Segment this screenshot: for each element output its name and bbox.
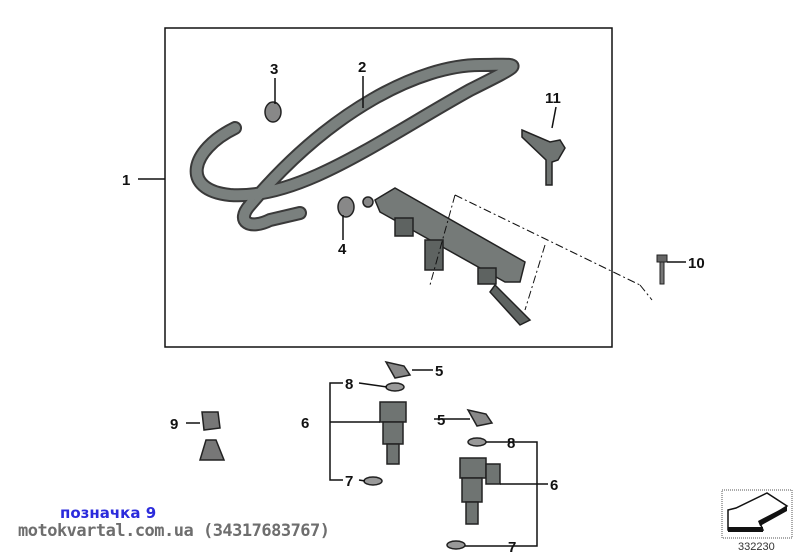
assembly-frame: [164, 27, 613, 348]
assembly-dashline: [429, 194, 653, 311]
callout-11: 11: [545, 90, 561, 107]
fuel-rail: [362, 187, 532, 326]
callout-7b: 7: [508, 539, 516, 556]
view-direction-arrow-icon: [721, 489, 793, 539]
leader-lines: [138, 76, 686, 547]
injector-2: [446, 408, 501, 550]
callout-9: 9: [170, 416, 178, 433]
caption-label: позначка 9: [60, 504, 157, 522]
callout-2: 2: [358, 59, 366, 76]
elbow-connector: [521, 128, 566, 186]
callout-1: 1: [122, 172, 130, 189]
injector-1: [363, 360, 412, 486]
callout-5b: 5: [437, 412, 445, 429]
hose-clip: [198, 411, 226, 461]
callout-6a: 6: [301, 415, 309, 432]
callout-10: 10: [688, 255, 705, 272]
diagram-code: 332230: [738, 541, 775, 553]
callout-4: 4: [338, 241, 347, 258]
callout-6b: 6: [550, 477, 558, 494]
screw: [656, 254, 668, 285]
fuel-hose: [189, 57, 520, 232]
hose-clamp-4: [337, 196, 355, 218]
callout-7a: 7: [345, 473, 353, 490]
callout-8b: 8: [507, 435, 515, 452]
hose-clamp-3: [264, 101, 282, 123]
caption-site: motokvartal.com.ua (34317683767): [18, 521, 330, 541]
callout-3: 3: [270, 61, 278, 78]
callout-5a: 5: [435, 363, 443, 380]
callout-8a: 8: [345, 376, 353, 393]
